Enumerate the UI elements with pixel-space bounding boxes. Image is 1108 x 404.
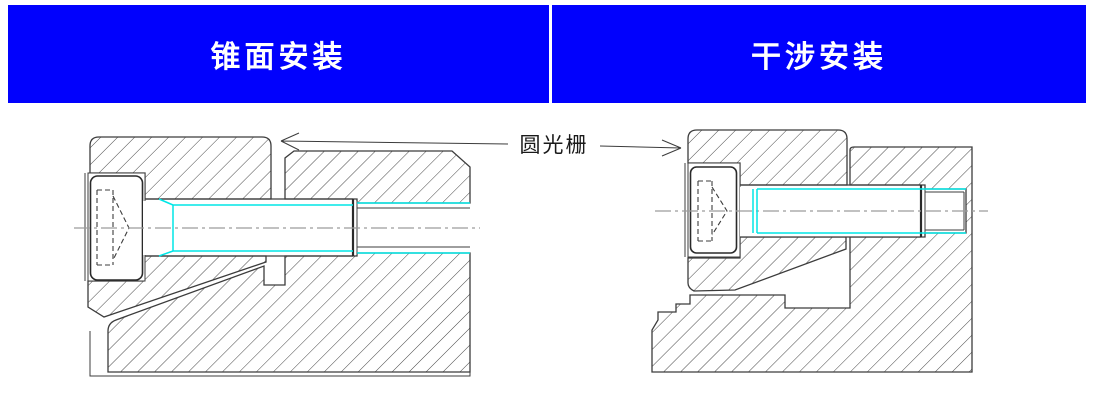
taper-mount-drawing	[74, 136, 480, 377]
interference-hub-top-section	[687, 129, 848, 186]
screw-shank	[740, 187, 921, 237]
interference-mount-drawing	[651, 129, 988, 373]
tapped-hole-lines	[357, 207, 470, 248]
callout-label: 圆光栅	[520, 133, 589, 157]
grating-highlight	[158, 198, 470, 257]
grating-highlight	[752, 188, 966, 234]
taper-shaft-flange-section	[284, 150, 471, 204]
tab-taper-mount-label: 锥面安装	[210, 41, 347, 74]
bore-lines	[740, 184, 921, 238]
tab-interference-mount-label: 干涉安装	[751, 41, 887, 74]
callout: 圆光栅	[280, 132, 682, 157]
tab-taper-mount: 锥面安装	[8, 5, 549, 103]
callout-arrow-right	[599, 139, 682, 157]
taper-shaft-outline	[89, 331, 471, 377]
tab-interference-mount: 干涉安装	[552, 5, 1086, 103]
bore-lines	[145, 198, 353, 257]
callout-arrow-left	[280, 132, 509, 151]
taper-hub-top-section	[89, 136, 272, 200]
screw-head	[689, 166, 738, 254]
hex-socket-hidden-lines	[96, 189, 130, 266]
